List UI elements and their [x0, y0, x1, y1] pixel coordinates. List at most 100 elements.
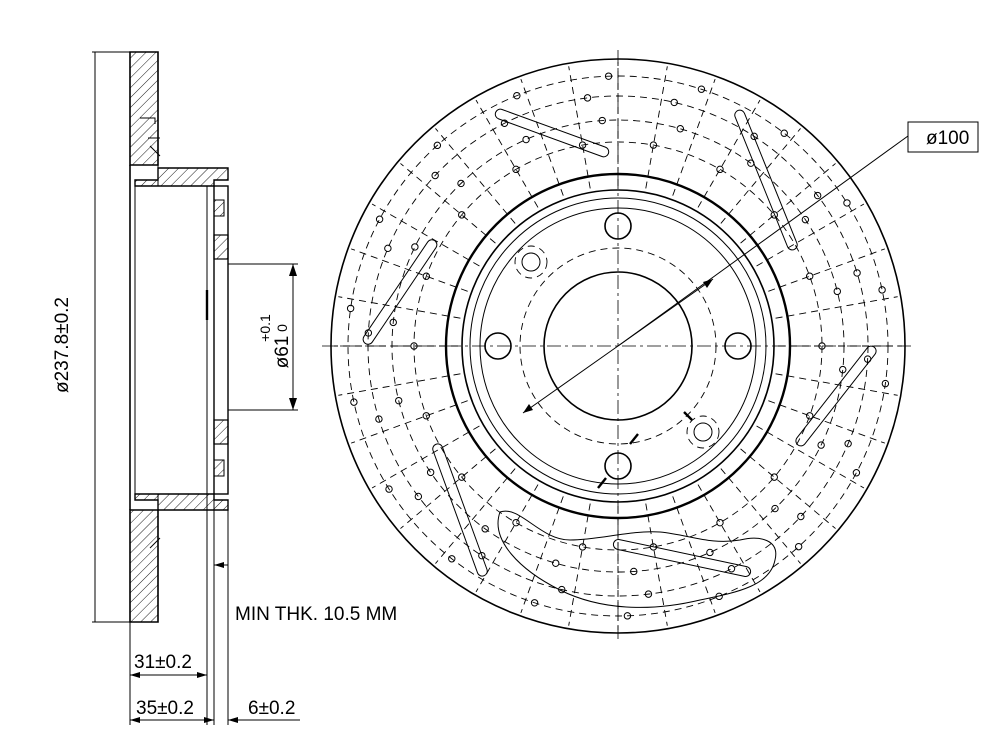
drill-hole: [750, 132, 758, 141]
drill-hole: [770, 211, 778, 219]
drill-hole: [670, 98, 678, 107]
drill-hole: [630, 567, 638, 576]
radial-line: [775, 373, 898, 396]
side-section-view: ø237.8±0.2 ø61 +0.1 0 MIN THK. 10.5 MM 3…: [52, 51, 397, 725]
drill-hole: [644, 590, 653, 598]
center-bore-tol-upper: +0.1: [257, 314, 273, 342]
radial-line: [435, 468, 516, 564]
drill-hole: [578, 543, 587, 551]
drill-hole: [458, 473, 466, 481]
drill-hole: [350, 398, 358, 406]
radial-line: [350, 248, 468, 292]
drill-hole: [375, 215, 384, 223]
thickness-6-label: 6±0.2: [248, 698, 295, 719]
drill-hole: [805, 412, 814, 420]
drill-hole: [512, 518, 520, 527]
radial-line: [672, 78, 716, 196]
radial-line: [475, 99, 539, 208]
drill-hole: [478, 551, 486, 560]
drill-hole: [780, 129, 788, 137]
radial-line: [697, 484, 761, 593]
radial-line: [475, 484, 539, 593]
radial-line: [520, 496, 564, 614]
drill-hole: [422, 412, 431, 420]
drill-hole: [706, 548, 714, 557]
drill-hole: [771, 504, 779, 513]
drill-hole: [716, 518, 724, 527]
drill-hole: [512, 165, 520, 174]
center-bore-label: ø61: [272, 336, 293, 369]
drill-hole: [448, 555, 456, 563]
drill-hole: [414, 492, 423, 501]
drill-hole: [676, 125, 684, 133]
drill-hole: [385, 485, 393, 493]
drill-hole: [431, 171, 439, 180]
drill-hole: [852, 469, 861, 477]
drill-hole: [395, 396, 403, 405]
drill-hole: [843, 199, 851, 207]
bolt-circle-label: ø100: [926, 128, 969, 149]
drill-hole: [853, 269, 861, 277]
radial-line: [740, 163, 836, 244]
drill-hole: [623, 612, 632, 620]
radial-line: [720, 128, 801, 224]
radial-line: [568, 66, 591, 189]
min-thickness-label: MIN THK. 10.5 MM: [235, 604, 397, 625]
radial-line: [645, 66, 668, 189]
bolt-hole-left: [484, 332, 512, 360]
outer-diameter-label: ø237.8±0.2: [52, 297, 73, 393]
drill-hole: [839, 365, 847, 374]
drill-hole: [813, 191, 822, 200]
radial-line: [768, 248, 886, 292]
drill-hole: [878, 286, 886, 294]
drill-hole: [649, 543, 658, 551]
bolt-hole-right: [724, 332, 752, 360]
drill-hole: [433, 141, 442, 150]
bolt-hole-top: [604, 212, 632, 240]
drill-hole: [881, 379, 890, 388]
drill-hole: [697, 85, 706, 93]
height-31-label: 31±0.2: [134, 652, 192, 673]
radial-line: [645, 503, 668, 626]
radial-lines: [334, 62, 902, 630]
radial-line: [520, 78, 564, 196]
radial-line: [435, 128, 516, 224]
hat-wall-top: [134, 167, 229, 187]
drill-hole: [552, 559, 560, 567]
wear-area-outline: [497, 510, 777, 608]
front-view: ø100: [322, 50, 979, 642]
drill-hole: [805, 272, 814, 280]
drill-hole: [422, 272, 431, 280]
bolt-hole-bottom: [604, 452, 632, 480]
hat-face: [213, 185, 229, 495]
height-35-label: 35±0.2: [136, 698, 194, 719]
drill-hole: [411, 243, 419, 251]
radial-line: [768, 400, 886, 444]
drill-hole: [457, 179, 465, 188]
radial-line: [756, 425, 865, 489]
radial-line: [756, 203, 865, 267]
drill-hole: [458, 211, 466, 219]
drill-hole: [530, 599, 539, 607]
center-bore-tol-lower: 0: [274, 324, 290, 332]
radial-line: [400, 163, 496, 244]
radial-line: [697, 99, 761, 208]
drill-hole: [833, 287, 841, 296]
radial-line: [371, 203, 480, 267]
drill-hole: [794, 542, 803, 551]
drill-hole: [522, 135, 530, 144]
radial-line: [568, 503, 591, 626]
drill-hole: [389, 318, 397, 327]
drill-hole: [426, 468, 435, 477]
drill-hole: [500, 119, 509, 127]
locating-hole-upper-left: [521, 252, 541, 272]
drill-hole: [770, 473, 778, 481]
radial-line: [338, 373, 461, 396]
drill-hole: [716, 165, 724, 174]
drill-hole: [346, 304, 355, 313]
drill-hole: [513, 91, 521, 100]
drill-hole: [801, 215, 810, 224]
radial-line: [338, 296, 461, 319]
disc-plate-section-lower: [129, 509, 159, 623]
drill-hole: [481, 525, 489, 533]
